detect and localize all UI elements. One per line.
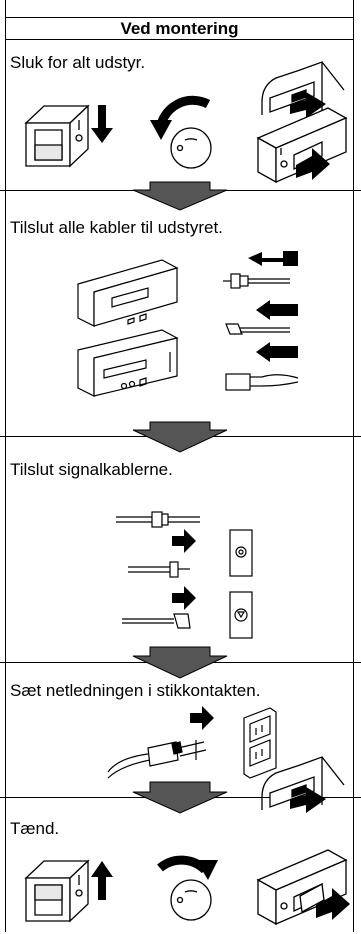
- step-5-label: Tænd.: [10, 819, 60, 838]
- antenna-wall-socket-icon: [229, 529, 253, 577]
- rotary-knob-on-icon: [157, 855, 218, 921]
- coax-cable-icon: [223, 273, 290, 289]
- arrow-up-icon: [91, 861, 113, 900]
- coax-plug-icon: [128, 561, 190, 578]
- power-switch-panel-icon: [256, 107, 348, 184]
- coax-coupler-icon: [116, 511, 200, 528]
- step-2-label: Tilslut alle kabler til udstyret.: [10, 218, 223, 237]
- arrow-left-icon: [260, 251, 298, 266]
- step-4-label: Sæt netledningen i stikkontakten.: [10, 681, 261, 700]
- power-switch-panel-icon: [256, 849, 350, 926]
- arrow-right-icon: [172, 529, 196, 553]
- page-frame: [5, 0, 354, 932]
- phone-wall-socket-icon: [229, 591, 253, 639]
- page-title: Ved montering: [5, 17, 354, 40]
- rocker-switch-icon: [261, 61, 345, 118]
- arrow-left-icon: [256, 342, 298, 362]
- wall-switch-off-icon: [24, 104, 90, 168]
- power-outlet-icon: [243, 707, 277, 779]
- phone-plug-icon: [122, 613, 191, 629]
- rotary-knob-off-icon: [150, 95, 212, 169]
- arrow-down-icon: [91, 105, 113, 143]
- step-1-label: Sluk for alt udstyr.: [10, 53, 146, 72]
- device-box-top-icon: [77, 259, 179, 327]
- power-cable-icon: [225, 373, 299, 391]
- arrow-left-icon: [248, 252, 262, 266]
- arrow-right-icon: [190, 706, 214, 730]
- wall-switch-on-icon: [24, 859, 90, 923]
- arrow-right-icon: [172, 586, 196, 610]
- power-plug-icon: [107, 740, 207, 779]
- step-3-label: Tilslut signalkablerne.: [10, 460, 173, 479]
- device-box-bottom-icon: [77, 329, 179, 397]
- phone-cable-icon: [225, 323, 290, 335]
- arrow-left-icon: [256, 300, 298, 320]
- rocker-switch-icon: [261, 756, 345, 813]
